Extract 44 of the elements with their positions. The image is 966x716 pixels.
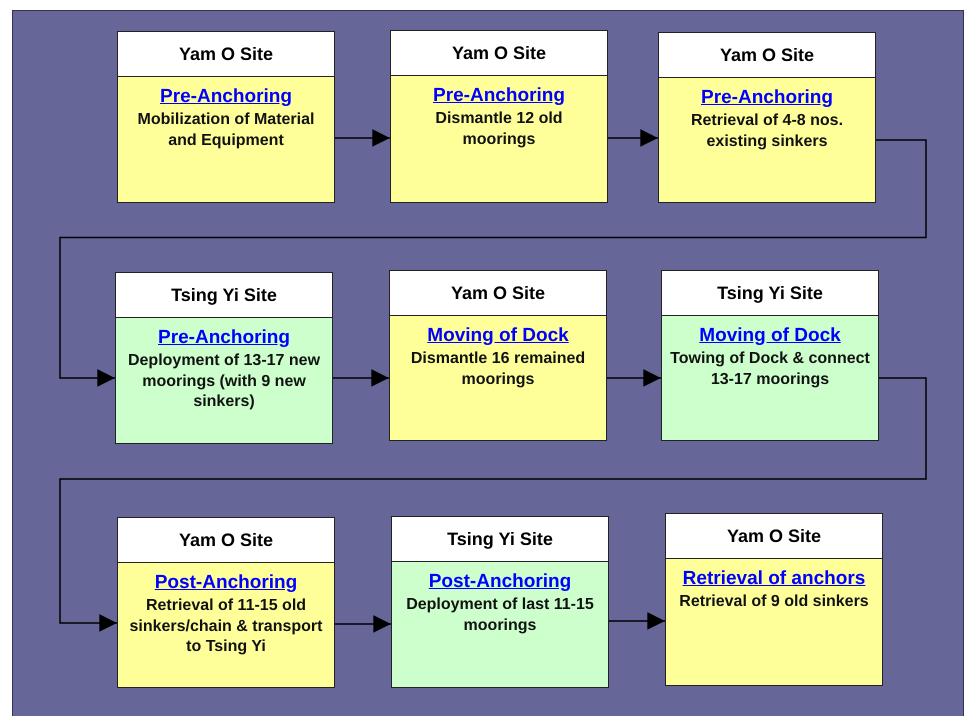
site-label: Yam O Site <box>726 526 822 546</box>
task-text: Deployment of 13-17 new moorings (with 9 new sinkers) <box>126 350 322 412</box>
phase-heading: Moving of Dock <box>427 326 569 347</box>
process-card <box>390 30 608 203</box>
task-text: Retrieval of 4-8 nos. existing sinkers <box>690 110 844 152</box>
task-text: Retrieval of 9 old sinkers <box>679 592 869 612</box>
task-text: Retrieval of 11-15 old sinkers/chain & transport to Tsing Yi <box>128 596 324 658</box>
phase-heading: Moving of Dock <box>699 326 841 347</box>
arrow <box>335 615 391 633</box>
site-label: Tsing Yi Site <box>717 282 823 304</box>
process-card <box>661 270 879 441</box>
process-card <box>665 513 883 686</box>
phase-heading: Post-Anchoring <box>428 572 572 593</box>
process-card <box>117 517 335 688</box>
site-label: Yam O Site <box>450 282 546 304</box>
phase-heading: Retrieval of anchors <box>682 569 866 590</box>
site-label: Yam O Site <box>452 42 546 64</box>
arrow <box>59 377 927 632</box>
process-card <box>389 270 607 441</box>
process-card <box>391 516 609 688</box>
phase-heading: Pre-Anchoring <box>160 87 292 108</box>
arrow <box>335 129 390 147</box>
task-text: Deployment of last 11-15 moorings <box>405 594 595 636</box>
process-card <box>117 31 335 203</box>
task-text: Mobilization of Material and Equipment <box>136 110 316 151</box>
arrow <box>608 129 658 147</box>
site-label: Tsing Yi Site <box>447 528 553 550</box>
arrow <box>59 139 927 387</box>
phase-heading: Post-Anchoring <box>154 573 298 594</box>
phase-heading: Pre-Anchoring <box>433 86 565 107</box>
arrow <box>333 369 389 387</box>
task-text: Dismantle 16 remained moorings <box>410 348 586 390</box>
arrow <box>609 612 665 630</box>
process-card <box>115 272 333 444</box>
site-label: Yam O Site <box>720 44 814 66</box>
site-label: Tsing Yi Site <box>171 284 277 306</box>
site-label: Yam O Site <box>178 530 274 550</box>
site-label: Yam O Site <box>178 44 274 64</box>
task-text: Dismantle 12 old moorings <box>434 108 564 150</box>
phase-heading: Pre-Anchoring <box>158 328 290 349</box>
phase-heading: Pre-Anchoring <box>701 88 833 109</box>
arrow <box>607 369 661 387</box>
task-text: Towing of Dock & connect 13-17 moorings <box>669 348 871 390</box>
process-card <box>658 32 876 203</box>
